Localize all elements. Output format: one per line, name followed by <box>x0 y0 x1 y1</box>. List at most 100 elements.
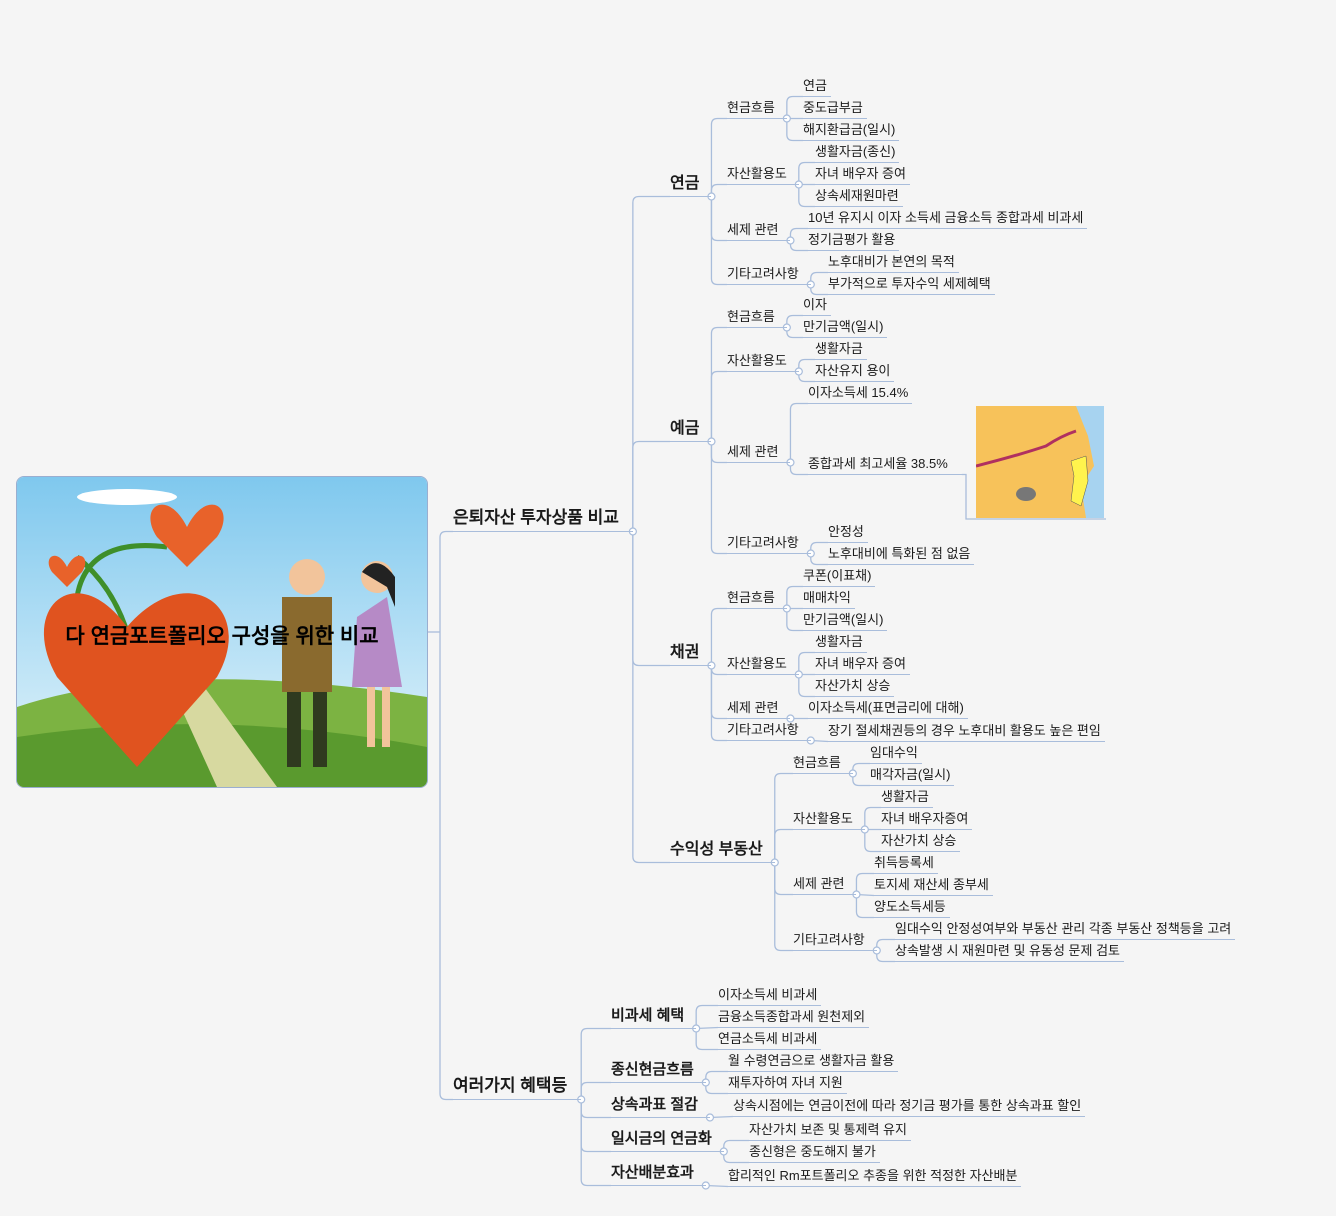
node-asset-utilization[interactable]: 자산활용도 <box>727 656 799 675</box>
leaf-node[interactable]: 이자소득세 비과세 <box>718 987 822 1006</box>
connector-line <box>786 95 803 119</box>
subtopic-bond[interactable]: 채권 <box>670 643 712 666</box>
node-other-considerations[interactable]: 기타고려사항 <box>727 722 811 741</box>
leaf-node[interactable]: 생활자금(종신) <box>815 144 900 163</box>
connector-line <box>789 402 808 463</box>
connector-line <box>852 762 870 774</box>
topic-retirement-investment-comparison[interactable]: 은퇴자산 투자상품 비교 <box>453 507 633 532</box>
connector-line <box>856 893 875 897</box>
connector-line <box>786 314 803 328</box>
leaf-node[interactable]: 자녀 배우자 증여 <box>815 656 910 675</box>
node-other-considerations[interactable]: 기타고려사항 <box>727 266 811 285</box>
leaf-node[interactable]: 생활자금 <box>815 634 867 653</box>
connector-line <box>705 1082 728 1095</box>
node-asset-utilization[interactable]: 자산활용도 <box>727 353 799 372</box>
node-cash-flow[interactable]: 현금흐름 <box>793 755 853 774</box>
leaf-node[interactable]: 금융소득종합과세 원천제외 <box>718 1009 870 1028</box>
leaf-node[interactable]: 종신형은 중도해지 불가 <box>749 1144 880 1163</box>
connector-line <box>696 1026 719 1030</box>
connector-line <box>852 773 870 787</box>
leaf-node[interactable]: 부가적으로 투자수익 세제혜택 <box>828 276 995 295</box>
connector-line <box>632 531 670 667</box>
leaf-node[interactable]: 만기금액(일시) <box>803 612 888 631</box>
leaf-node[interactable]: 쿠폰(이표채) <box>803 568 876 587</box>
subtopic-annuity[interactable]: 연금 <box>670 174 712 197</box>
leaf-node[interactable]: 만기금액(일시) <box>803 319 888 338</box>
central-topic-title: 다 연금포트폴리오 구성을 위한 비교 <box>65 625 379 648</box>
node-asset-utilization[interactable]: 자산활용도 <box>727 166 799 185</box>
topic-various-benefits[interactable]: 여러가지 혜택등 <box>453 1075 582 1100</box>
node-other-considerations[interactable]: 기타고려사항 <box>793 932 877 951</box>
node-cash-flow[interactable]: 현금흐름 <box>727 100 787 119</box>
leaf-node[interactable]: 자산유지 용이 <box>815 363 895 382</box>
leaf-node[interactable]: 상속세재원마련 <box>815 188 903 207</box>
connector-line <box>580 1099 611 1153</box>
connector-line <box>786 327 803 339</box>
connector-line <box>723 1139 749 1152</box>
leaf-node[interactable]: 매각자금(일시) <box>870 767 955 786</box>
leaf-node[interactable]: 종합과세 최고세율 38.5% <box>808 456 962 475</box>
connector-line <box>798 358 815 372</box>
leaf-node[interactable]: 자산가치 상승 <box>815 678 895 697</box>
leaf-node[interactable]: 자녀 배우자증여 <box>881 811 973 830</box>
connector-line <box>786 608 803 632</box>
leaf-node[interactable]: 임대수익 <box>870 745 922 764</box>
connector-line <box>810 284 828 296</box>
node-tax[interactable]: 세제 관련 <box>727 700 791 719</box>
connector-line <box>810 553 828 566</box>
subtopic-asset-allocation-effect[interactable]: 자산배분효과 <box>611 1163 706 1186</box>
leaf-node[interactable]: 이자소득세(표면금리에 대해) <box>808 700 968 719</box>
leaf-node[interactable]: 자산가치 상승 <box>881 833 961 852</box>
subtopic-tax-exemption[interactable]: 비과세 혜택 <box>611 1006 697 1029</box>
leaf-node[interactable]: 자녀 배우자 증여 <box>815 166 910 185</box>
connector-line <box>774 772 793 863</box>
subtopic-deposit[interactable]: 예금 <box>670 419 712 442</box>
connector-line <box>632 440 670 532</box>
node-cash-flow[interactable]: 현금흐름 <box>727 590 787 609</box>
leaf-node[interactable]: 토지세 재산세 종부세 <box>874 877 993 896</box>
leaf-node[interactable]: 안정성 <box>828 524 868 543</box>
leaf-node[interactable]: 생활자금 <box>881 789 933 808</box>
leaf-node[interactable]: 월 수령연금으로 생활자금 활용 <box>728 1053 899 1072</box>
subtopic-lifetime-cash-flow[interactable]: 종신현금흐름 <box>611 1060 706 1083</box>
connector-line <box>864 806 881 830</box>
subtopic-lump-sum-annuitization[interactable]: 일시금의 연금화 <box>611 1129 724 1152</box>
connector-line <box>705 1070 728 1083</box>
connector-line <box>580 1099 611 1119</box>
leaf-node[interactable]: 이자 <box>803 297 831 316</box>
leaf-node[interactable]: 연금 <box>803 78 831 97</box>
leaf-node[interactable]: 장기 절세채권등의 경우 노후대비 활용도 높은 편임 <box>828 723 1105 742</box>
leaf-node[interactable]: 자산가치 보존 및 통제력 유지 <box>749 1122 911 1141</box>
subtopic-inheritance-tax-base-reduction[interactable]: 상속과표 절감 <box>611 1095 710 1118</box>
leaf-node[interactable]: 상속발생 시 재원마련 및 유동성 문제 검토 <box>895 943 1124 962</box>
leaf-node[interactable]: 이자소득세 15.4% <box>808 385 913 404</box>
node-tax[interactable]: 세제 관련 <box>727 222 791 241</box>
leaf-node[interactable]: 취득등록세 <box>874 855 938 874</box>
leaf-node[interactable]: 중도급부금 <box>803 100 867 119</box>
leaf-node[interactable]: 상속시점에는 연금이전에 따라 정기금 평가를 통한 상속과표 할인 <box>733 1098 1086 1117</box>
node-cash-flow[interactable]: 현금흐름 <box>727 309 787 328</box>
node-other-considerations[interactable]: 기타고려사항 <box>727 535 811 554</box>
node-tax[interactable]: 세제 관련 <box>727 444 791 463</box>
korea-map-image[interactable] <box>976 406 1104 518</box>
leaf-node[interactable]: 해지환급금(일시) <box>803 122 900 141</box>
subtopic-income-real-estate[interactable]: 수익성 부동산 <box>670 840 775 863</box>
connector-line <box>798 651 815 675</box>
leaf-node[interactable]: 노후대비가 본연의 목적 <box>828 254 959 273</box>
node-asset-utilization[interactable]: 자산활용도 <box>793 811 865 830</box>
connector-line <box>774 862 793 952</box>
leaf-node[interactable]: 재투자하여 자녀 지원 <box>728 1075 847 1094</box>
leaf-node[interactable]: 10년 유지시 이자 소득세 금융소득 종합과세 비과세 <box>808 210 1088 229</box>
leaf-node[interactable]: 양도소득세등 <box>874 899 950 918</box>
leaf-node[interactable]: 합리적인 Rm포트폴리오 추종을 위한 적정한 자산배분 <box>728 1168 1022 1187</box>
leaf-node[interactable]: 정기금평가 활용 <box>808 232 900 251</box>
node-tax[interactable]: 세제 관련 <box>793 876 857 895</box>
leaf-node[interactable]: 임대수익 안정성여부와 부동산 관리 각종 부동산 정책등을 고려 <box>895 921 1236 940</box>
connector-line <box>789 240 808 252</box>
connector-line <box>789 227 808 241</box>
leaf-node[interactable]: 매매차익 <box>803 590 855 609</box>
leaf-node[interactable]: 노후대비에 특화된 점 없음 <box>828 546 975 565</box>
leaf-node[interactable]: 생활자금 <box>815 341 867 360</box>
central-topic[interactable]: 다 연금포트폴리오 구성을 위한 비교 <box>16 476 428 788</box>
leaf-node[interactable]: 연금소득세 비과세 <box>718 1031 822 1050</box>
